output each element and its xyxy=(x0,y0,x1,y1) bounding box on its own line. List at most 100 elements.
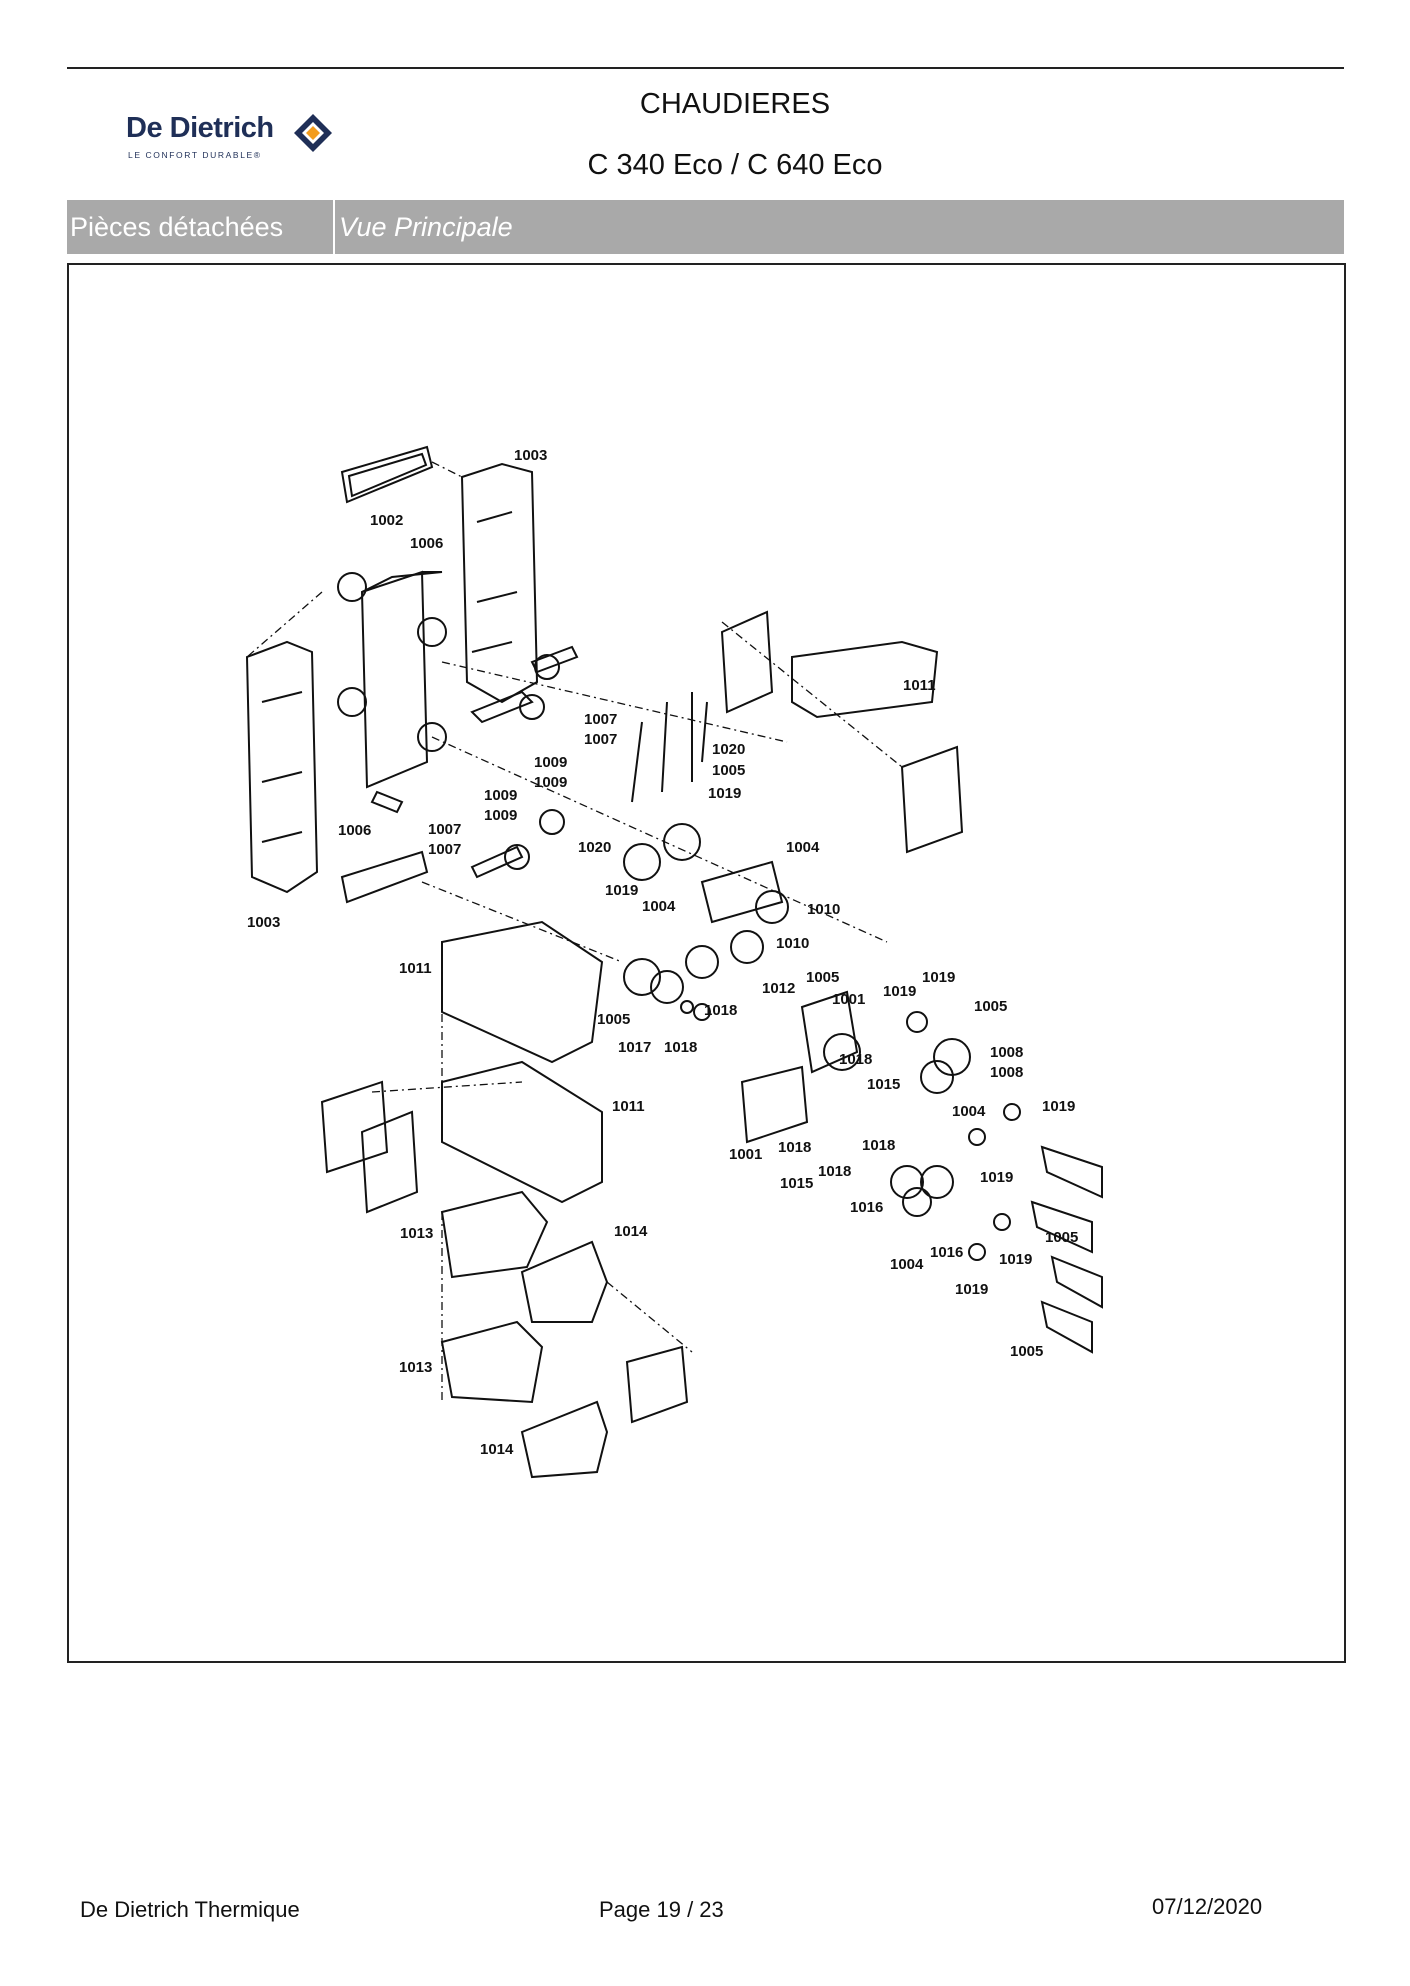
part-callout: 1007 xyxy=(584,731,617,748)
ring-gasket xyxy=(693,1003,711,1021)
part-callout: 1006 xyxy=(338,822,371,839)
part-callout: 1004 xyxy=(952,1103,986,1120)
flange xyxy=(337,572,367,602)
part-callout: 1014 xyxy=(614,1223,648,1240)
part-callout: 1004 xyxy=(642,898,676,915)
document-title: CHAUDIERES xyxy=(639,88,831,120)
insulation-shell xyxy=(460,462,539,704)
part-callout: 1011 xyxy=(612,1098,645,1115)
part-callout: 1005 xyxy=(597,1011,630,1028)
part-callout: 1018 xyxy=(862,1137,895,1154)
part-callout: 1017 xyxy=(618,1039,651,1056)
part-callout: 1004 xyxy=(786,839,820,856)
tee-fitting xyxy=(700,860,784,924)
flange xyxy=(417,617,447,647)
brand-tagline: LE CONFORT DURABLE® xyxy=(128,150,262,160)
exploded-view-frame: 1003 1002 1006 1006 1003 1007 1007 1009 … xyxy=(67,263,1346,1663)
section-band: Pièces détachées Vue Principale xyxy=(67,200,1344,254)
footer-company: De Dietrich Thermique xyxy=(80,1897,300,1922)
heat-exchanger-body xyxy=(360,570,429,789)
insulation-block xyxy=(440,1320,544,1404)
ring-gasket xyxy=(680,1000,694,1014)
brand-logo: De Dietrich LE CONFORT DURABLE® xyxy=(126,112,346,172)
flange xyxy=(920,1165,954,1199)
ring-gasket xyxy=(968,1128,986,1146)
part-callout: 1013 xyxy=(400,1225,433,1242)
insulation-shell xyxy=(245,640,319,894)
part-callout: 1007 xyxy=(584,711,617,728)
part-callout: 1019 xyxy=(883,983,916,1000)
part-callout: 1004 xyxy=(890,1256,924,1273)
pipe-spool xyxy=(1030,1200,1093,1254)
part-callout: 1010 xyxy=(776,935,809,952)
part-callout: 1010 xyxy=(807,901,840,918)
insulation-cover xyxy=(441,920,604,1064)
part-callout: 1001 xyxy=(729,1146,762,1163)
part-callout: 1018 xyxy=(704,1002,737,1019)
footer-date: 07/12/2020 xyxy=(1152,1894,1263,1919)
brand-name: De Dietrich xyxy=(126,112,274,144)
part-callout: 1018 xyxy=(778,1139,811,1156)
part-callout: 1005 xyxy=(974,998,1007,1015)
part-callout: 1020 xyxy=(712,741,745,758)
ring-gasket xyxy=(993,1213,1011,1231)
footer-page-number: Page 19 / 23 xyxy=(599,1897,724,1922)
flange xyxy=(337,687,367,717)
part-callout: 1005 xyxy=(1010,1343,1043,1360)
manifold-pipes xyxy=(631,692,708,803)
part-callout: 1011 xyxy=(399,960,432,977)
ring-gasket xyxy=(1003,1103,1021,1121)
part-callout: 1003 xyxy=(514,447,547,464)
rect-gasket xyxy=(320,1080,389,1174)
part-callout: 1009 xyxy=(484,807,517,824)
flange xyxy=(623,958,661,996)
part-callout: 1012 xyxy=(762,980,795,997)
part-callout: 1019 xyxy=(1042,1098,1075,1115)
part-callout: 1019 xyxy=(922,969,955,986)
support-bracket xyxy=(791,640,939,719)
part-callout: 1008 xyxy=(990,1044,1023,1061)
pump-head xyxy=(800,990,859,1074)
part-callout: 1007 xyxy=(428,821,461,838)
flange xyxy=(890,1165,924,1199)
view-label: Vue Principale xyxy=(339,212,513,242)
part-callout: 1011 xyxy=(903,677,936,694)
rect-gasket xyxy=(720,610,774,714)
part-callout: 1008 xyxy=(990,1064,1023,1081)
part-callout: 1001 xyxy=(832,991,865,1008)
part-callout: 1018 xyxy=(664,1039,697,1056)
part-callout: 1019 xyxy=(605,882,638,899)
part-callout: 1005 xyxy=(712,762,745,779)
insulation-tray xyxy=(441,1060,603,1204)
category-label: Pièces détachées xyxy=(67,200,335,254)
part-callout: 1009 xyxy=(534,774,567,791)
part-callout: 1009 xyxy=(534,754,567,771)
part-callout: 1015 xyxy=(780,1175,813,1192)
part-callout: 1018 xyxy=(818,1163,851,1180)
part-callout: 1020 xyxy=(578,839,611,856)
flange xyxy=(663,823,701,861)
rect-gasket xyxy=(625,1345,689,1424)
rect-gasket xyxy=(340,445,434,504)
rect-gasket-inner xyxy=(347,452,428,498)
part-callout: 1009 xyxy=(484,787,517,804)
flange xyxy=(685,945,719,979)
insulation-block xyxy=(520,1400,609,1479)
part-callout: 1018 xyxy=(839,1051,872,1068)
rect-gasket xyxy=(360,1110,419,1214)
part-callout: 1019 xyxy=(999,1251,1032,1268)
flange xyxy=(755,890,789,924)
valve-handle xyxy=(470,690,534,724)
part-callout: 1019 xyxy=(955,1281,988,1298)
valve-handle xyxy=(470,845,524,879)
ring-gasket xyxy=(906,1011,928,1033)
model-title: C 340 Eco / C 640 Eco xyxy=(587,149,883,181)
diamond-logo-icon xyxy=(294,114,332,152)
flange xyxy=(650,970,684,1004)
part-callout: 1019 xyxy=(980,1169,1013,1186)
part-callout: 1016 xyxy=(930,1244,963,1261)
part-callout: 1003 xyxy=(247,914,280,931)
part-callout: 1007 xyxy=(428,841,461,858)
part-callout: 1016 xyxy=(850,1199,883,1216)
pipe-spool xyxy=(1050,1255,1103,1309)
